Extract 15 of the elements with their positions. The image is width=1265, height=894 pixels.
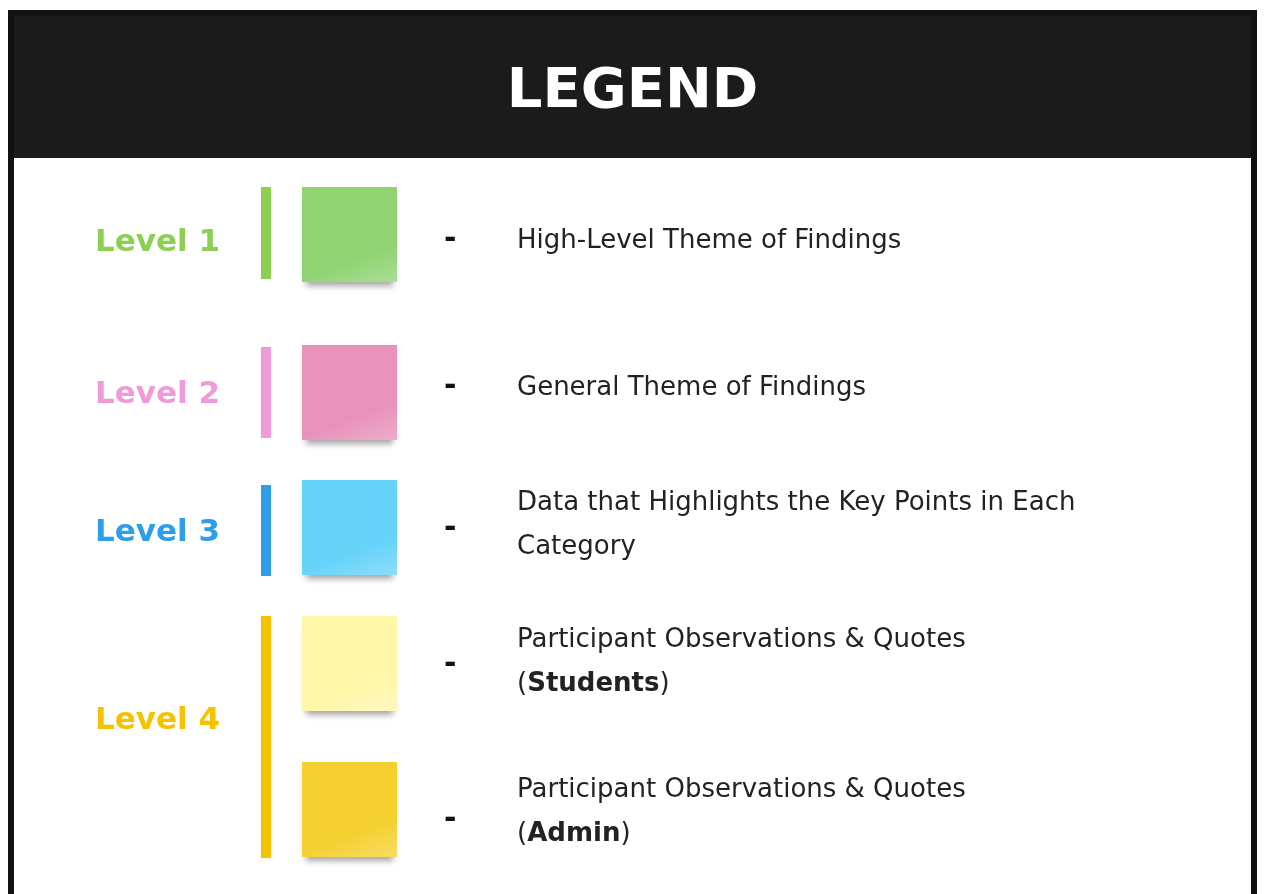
legend-text: General Theme of Findings	[517, 370, 868, 403]
legend-text: High-Level Theme of Findings	[517, 223, 903, 256]
level-label: Level 4	[95, 699, 220, 738]
dash-separator: -	[444, 508, 457, 546]
dash-separator: -	[444, 366, 457, 404]
level-label: Level 1	[95, 221, 220, 260]
dash-separator: -	[444, 644, 457, 682]
level-label: Level 2	[95, 373, 220, 412]
dash-separator: -	[444, 799, 457, 837]
dash-separator: -	[444, 219, 457, 257]
title: LEGEND	[505, 56, 760, 120]
level-label: Level 3	[95, 511, 220, 550]
legend-text: Participant Observations & Quotes (Admin)	[517, 772, 967, 849]
legend-text: Participant Observations & Quotes (Students)	[517, 622, 967, 699]
legend-text: Data that Highlights the Key Points in Each Category	[517, 485, 1077, 562]
